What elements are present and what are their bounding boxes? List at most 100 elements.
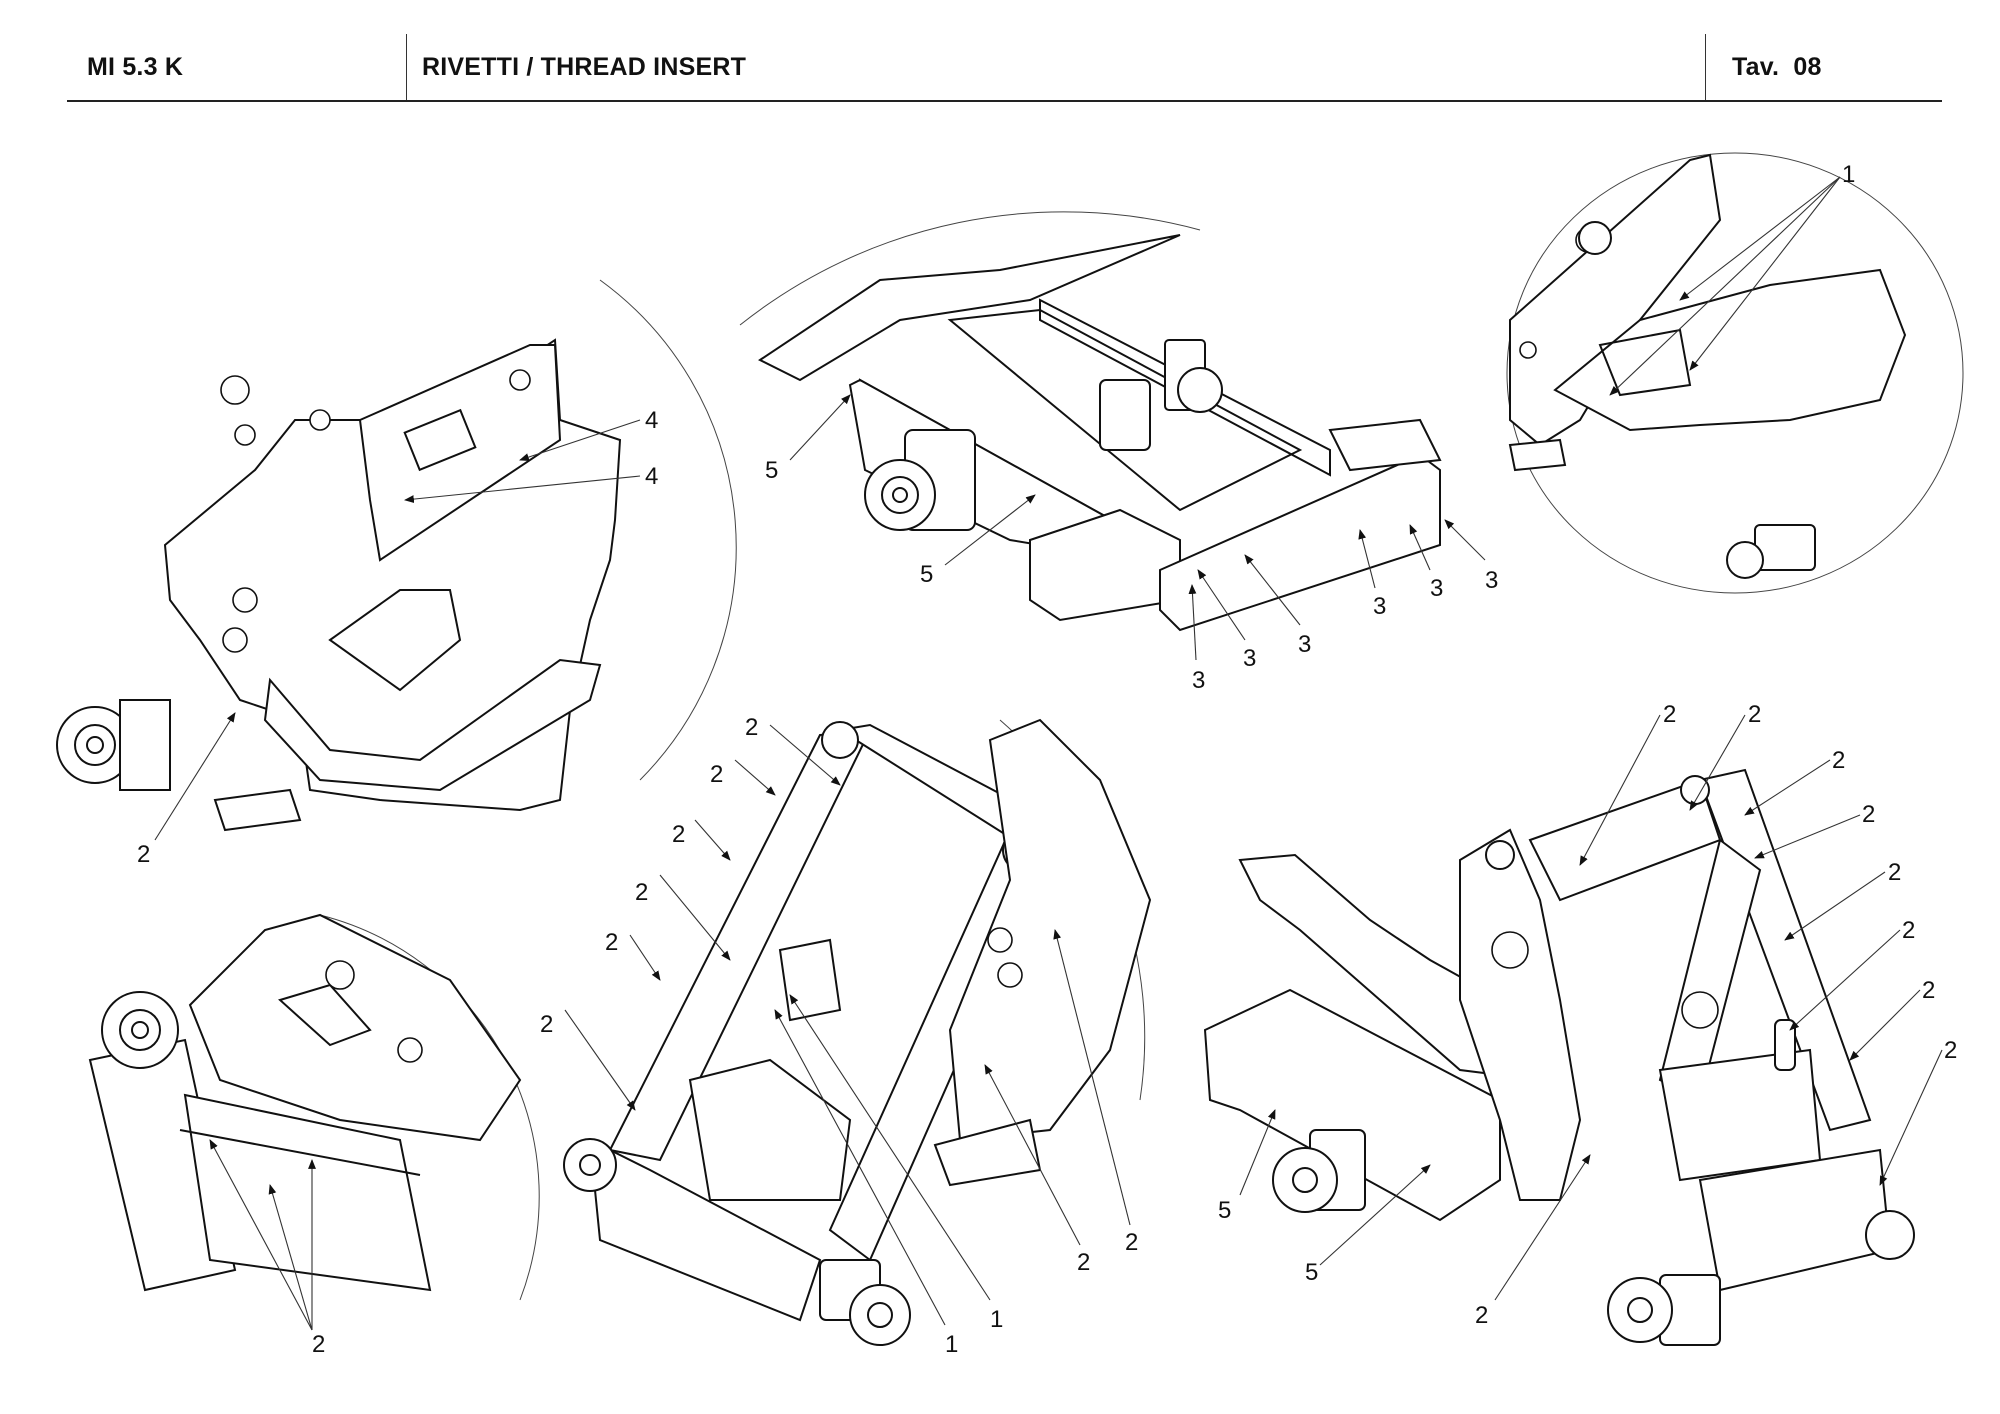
step-bracket xyxy=(278,983,372,1047)
pivot-boss xyxy=(1680,775,1710,805)
callout-label: 3 xyxy=(1485,567,1498,594)
callout-2: 2 xyxy=(635,874,731,961)
rear-bumper-beam xyxy=(1159,453,1441,632)
callout-label: 3 xyxy=(1430,575,1443,602)
callout-label: 3 xyxy=(1192,667,1205,694)
filler-neck xyxy=(1774,1019,1796,1071)
pivot-boss xyxy=(1578,221,1612,255)
callout-label: 2 xyxy=(672,821,685,848)
frame-floor-plate xyxy=(1553,268,1907,432)
callout-label: 2 xyxy=(1832,747,1845,774)
callout-label: 5 xyxy=(920,561,933,588)
callout-2: 2 xyxy=(745,714,841,786)
callout-4: 4 xyxy=(519,407,658,461)
callout-2: 2 xyxy=(1053,929,1138,1256)
pivot-boss xyxy=(821,721,859,759)
crossmember xyxy=(183,1093,432,1292)
callout-5: 5 xyxy=(1305,1164,1431,1286)
callout-2: 2 xyxy=(1579,701,1676,866)
callout-3: 3 xyxy=(1358,529,1386,620)
floor-opening xyxy=(1598,328,1692,397)
callout-2: 2 xyxy=(605,929,661,981)
pivot-boss xyxy=(1485,840,1515,870)
wheel-hub xyxy=(819,1259,911,1346)
chassis-body xyxy=(1203,988,1501,1222)
callout-label: 1 xyxy=(1842,161,1855,188)
callout-label: 2 xyxy=(635,879,648,906)
title-block: MI 5.3 K RIVETTI / THREAD INSERT Tav. 08 xyxy=(67,34,1942,102)
table-number: Tav. 08 xyxy=(1732,52,1822,81)
lower-crossmember xyxy=(588,1138,822,1322)
callout-label: 2 xyxy=(1922,977,1935,1004)
wheel-hub xyxy=(1272,1129,1366,1213)
callout-label: 1 xyxy=(990,1306,1003,1333)
callout-label: 2 xyxy=(1888,859,1901,886)
callout-1: 1 xyxy=(789,994,1003,1333)
wheel-hub xyxy=(1607,1274,1721,1346)
detail-circle xyxy=(1506,152,1964,594)
model-code: MI 5.3 K xyxy=(87,52,184,81)
callout-label: 2 xyxy=(745,714,758,741)
callout-label: 1 xyxy=(945,1331,958,1358)
callout-1: 1 xyxy=(774,1009,958,1358)
callout-label: 4 xyxy=(645,407,658,434)
callout-label: 2 xyxy=(605,929,618,956)
callout-3: 3 xyxy=(1444,519,1498,594)
callout-3: 3 xyxy=(1244,554,1311,658)
callout-2: 2 xyxy=(209,1139,325,1358)
callout-2: 2 xyxy=(1849,977,1935,1061)
wheel-hub xyxy=(1726,541,1764,579)
callout-label: 3 xyxy=(1298,631,1311,658)
callout-5: 5 xyxy=(1218,1109,1276,1224)
frame-side-plate xyxy=(948,718,1152,1142)
view-upper-right: 1 xyxy=(1506,152,1964,594)
wheel-hub xyxy=(864,429,976,531)
callout-1: 1 xyxy=(1609,161,1855,396)
crop-arc xyxy=(599,279,737,781)
callout-5: 5 xyxy=(765,394,851,484)
callout-label: 2 xyxy=(1748,701,1761,728)
callout-label: 2 xyxy=(1902,917,1915,944)
valve-cover xyxy=(778,938,842,1022)
callout-label: 2 xyxy=(1862,801,1875,828)
callout-2: 2 xyxy=(1879,1037,1957,1186)
header-divider xyxy=(406,34,407,100)
callout-2: 2 xyxy=(540,1009,636,1111)
frame-window xyxy=(403,408,477,472)
wheel-hub xyxy=(563,1138,617,1192)
header-divider xyxy=(1705,34,1706,100)
callout-4: 4 xyxy=(404,463,658,504)
wheel-hub xyxy=(101,991,179,1069)
view-bottom-left: 2 xyxy=(88,913,540,1358)
step-plate xyxy=(213,788,302,832)
callout-label: 2 xyxy=(137,841,150,868)
callout-label: 3 xyxy=(1373,593,1386,620)
callout-label: 2 xyxy=(540,1011,553,1038)
callout-label: 2 xyxy=(1475,1302,1488,1329)
callout-2: 2 xyxy=(710,759,776,796)
callout-label: 2 xyxy=(1125,1229,1138,1256)
callout-2: 2 xyxy=(1754,801,1875,859)
view-top-center: 5 5 3 3 3 3 3 3 xyxy=(739,211,1498,694)
step-plate xyxy=(1508,438,1567,472)
callout-2: 2 xyxy=(984,1064,1090,1276)
hydraulic-tank xyxy=(688,1058,852,1201)
frame-cutout xyxy=(328,589,462,692)
crop-arc xyxy=(739,211,1201,326)
wheel-hub xyxy=(56,699,171,791)
callout-2: 2 xyxy=(137,712,236,868)
callout-label: 2 xyxy=(312,1331,325,1358)
callout-3: 3 xyxy=(1197,569,1256,672)
crossmember-edge xyxy=(179,1129,421,1176)
callout-label: 2 xyxy=(1663,701,1676,728)
rear-hub xyxy=(1177,367,1223,413)
callout-2: 2 xyxy=(672,819,731,861)
callout-label: 2 xyxy=(1077,1249,1090,1276)
upper-frame-edge xyxy=(758,234,1181,382)
callout-label: 4 xyxy=(645,463,658,490)
callout-3: 3 xyxy=(1188,584,1205,694)
callout-label: 2 xyxy=(1944,1037,1957,1064)
callout-5: 5 xyxy=(920,494,1036,588)
frame-crossmember xyxy=(263,658,602,792)
